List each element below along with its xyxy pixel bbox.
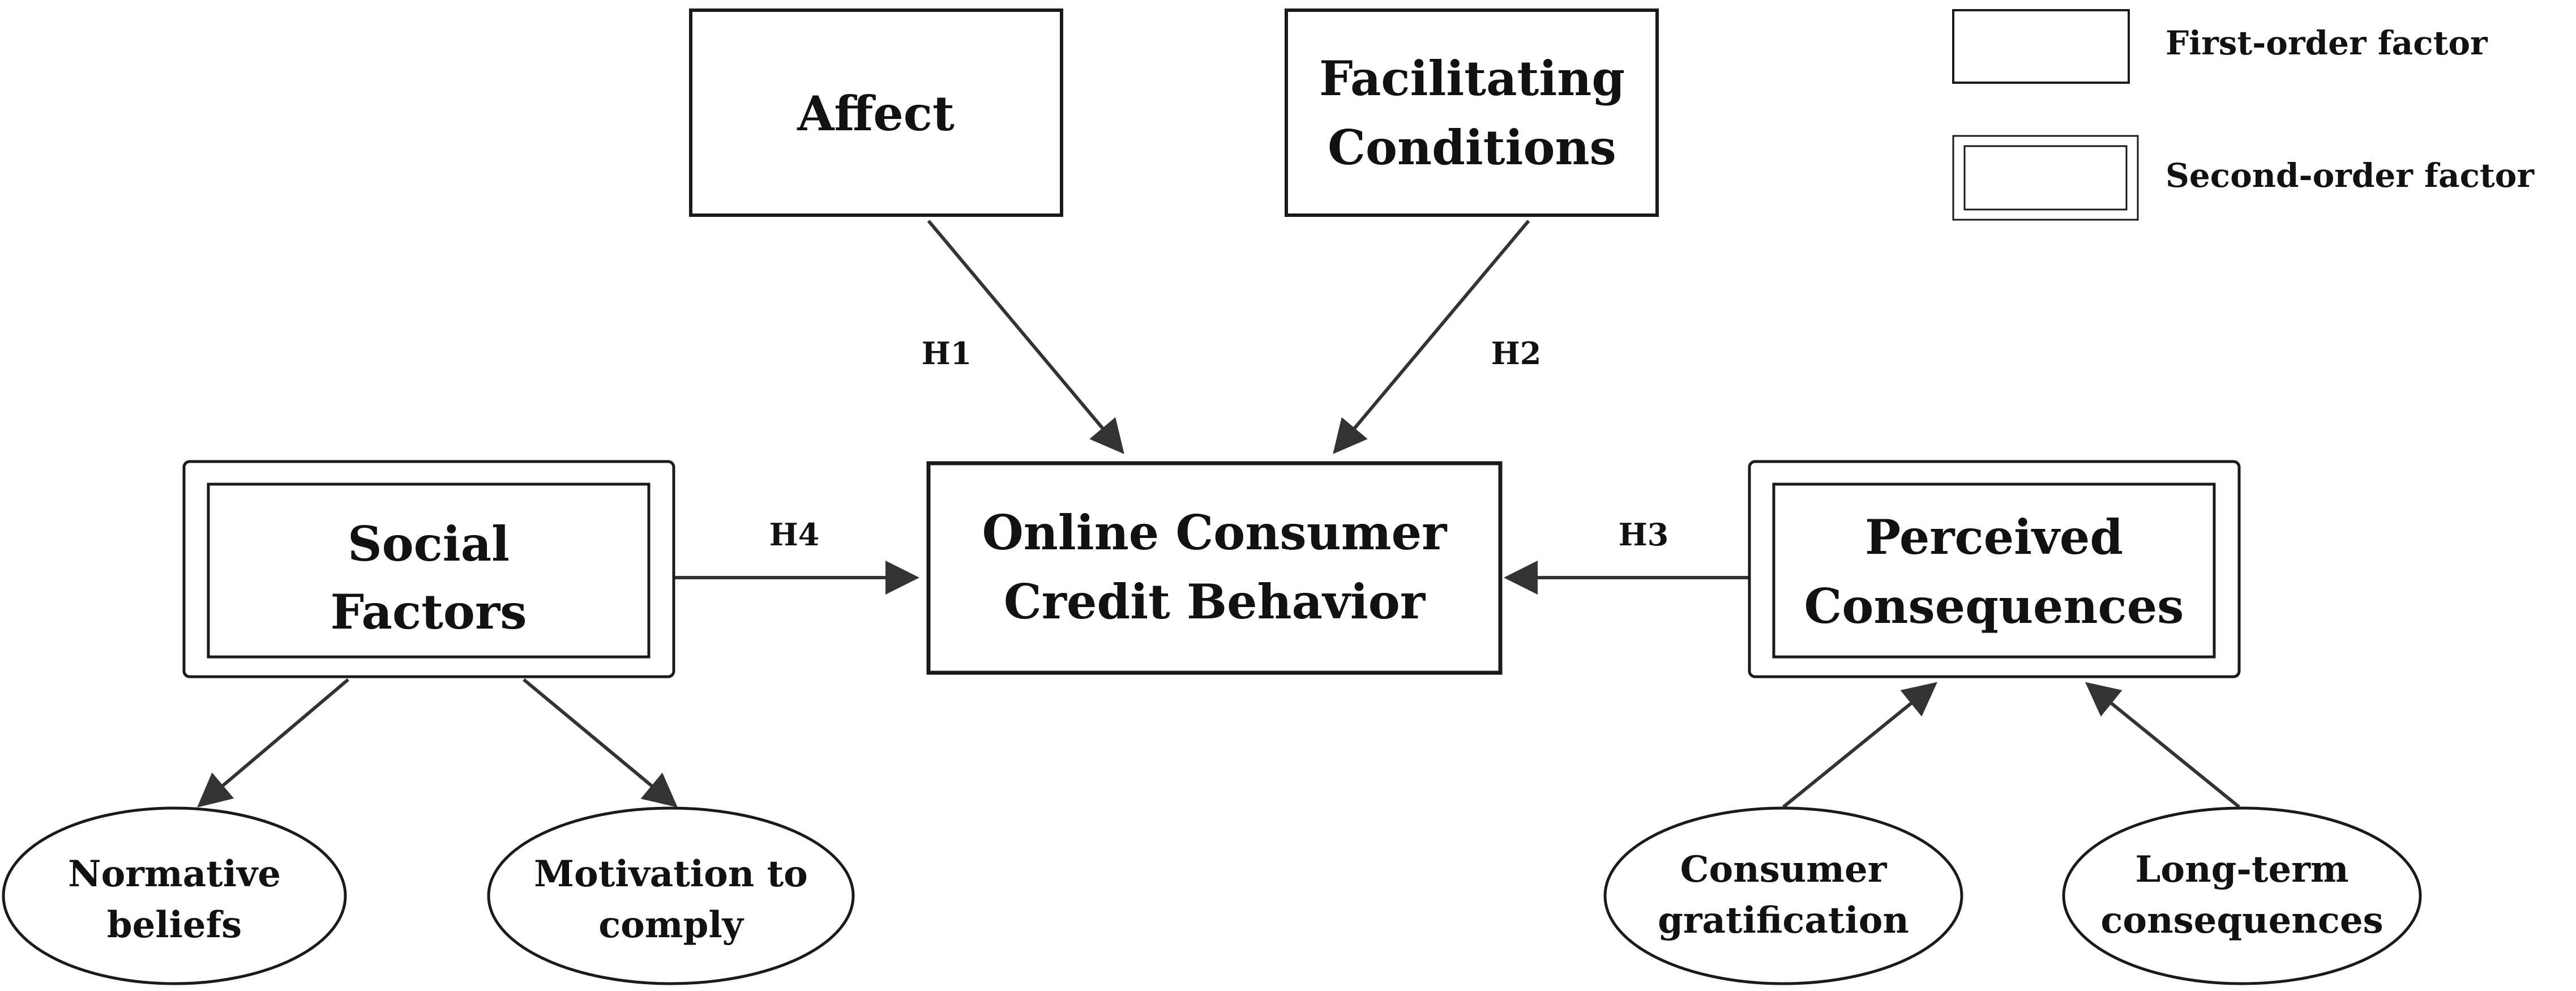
legend-second-order-label: Second-order factor xyxy=(2166,156,2535,195)
normative-beliefs-ellipse xyxy=(2,806,347,985)
node-perceived-consequences: Perceived Consequences xyxy=(1748,460,2241,678)
motivation-to-comply-label-line1: Motivation to xyxy=(534,853,808,895)
facilitating-conditions-box xyxy=(1285,8,1659,217)
perceived-consequences-label-line1: Perceived xyxy=(1865,509,2123,565)
node-online-consumer-credit-behavior: Online Consumer Credit Behavior xyxy=(926,461,1503,675)
consumer-gratification-label-line2: gratification xyxy=(1658,899,1909,942)
long-term-consequences-ellipse xyxy=(2062,806,2422,985)
node-affect: Affect xyxy=(689,8,1063,217)
node-long-term-consequences: Long-term consequences xyxy=(2062,806,2422,985)
normative-beliefs-label-line2: beliefs xyxy=(107,904,242,946)
consumer-gratification-ellipse xyxy=(1603,806,1963,985)
motivation-to-comply-ellipse xyxy=(487,806,855,985)
hypothesis-h1-label: H1 xyxy=(922,335,972,371)
arrow-longterm-to-perceived xyxy=(2085,682,2240,809)
legend-first-order-swatch xyxy=(1952,9,2130,84)
online-consumer-credit-behavior-box xyxy=(926,461,1503,675)
arrow-facilitating-to-behavior xyxy=(1333,220,1530,454)
motivation-to-comply-label-line2: comply xyxy=(598,904,744,946)
arrow-social-to-motivation xyxy=(523,678,678,808)
edges xyxy=(197,220,2240,809)
arrow-gratification-to-perceived xyxy=(1782,682,1937,809)
hypothesis-h4-label: H4 xyxy=(769,516,820,553)
hypothesis-h3-label: H3 xyxy=(1619,516,1669,553)
node-normative-beliefs: Normative beliefs xyxy=(2,806,347,985)
social-factors-label-line1: Social xyxy=(348,516,510,572)
normative-beliefs-label-line1: Normative xyxy=(68,853,281,895)
consumer-gratification-label-line1: Consumer xyxy=(1680,848,1888,891)
node-motivation-to-comply: Motivation to comply xyxy=(487,806,855,985)
legend-first-order-label: First-order factor xyxy=(2166,24,2488,62)
perceived-consequences-label-line2: Consequences xyxy=(1804,578,2184,634)
legend-second-order-swatch-inner xyxy=(1963,145,2128,211)
facilitating-conditions-label-line2: Conditions xyxy=(1328,119,1616,176)
long-term-consequences-label-line2: consequences xyxy=(2100,899,2383,942)
perceived-consequences-inner-box xyxy=(1772,482,2216,659)
hypothesis-h2-label: H2 xyxy=(1491,335,1542,371)
arrow-affect-to-behavior xyxy=(927,220,1124,454)
node-consumer-gratification: Consumer gratification xyxy=(1603,806,1963,985)
social-factors-label-line2: Factors xyxy=(331,584,527,640)
affect-label: Affect xyxy=(797,86,955,142)
long-term-consequences-label-line1: Long-term xyxy=(2135,848,2348,891)
node-facilitating-conditions: Facilitating Conditions xyxy=(1285,8,1659,217)
legend: First-order factor Second-order factor xyxy=(1952,9,2535,221)
facilitating-conditions-label-line1: Facilitating xyxy=(1319,50,1625,106)
online-consumer-credit-behavior-label-line1: Online Consumer xyxy=(982,505,1448,561)
online-consumer-credit-behavior-label-line2: Credit Behavior xyxy=(1004,574,1426,630)
affect-box xyxy=(689,8,1063,217)
hypothesis-labels: H1 H2 H4 H3 xyxy=(769,335,1669,553)
node-social-factors: Social Factors xyxy=(182,460,675,678)
arrow-social-to-normative xyxy=(197,678,349,808)
social-factors-inner-box xyxy=(207,482,651,659)
